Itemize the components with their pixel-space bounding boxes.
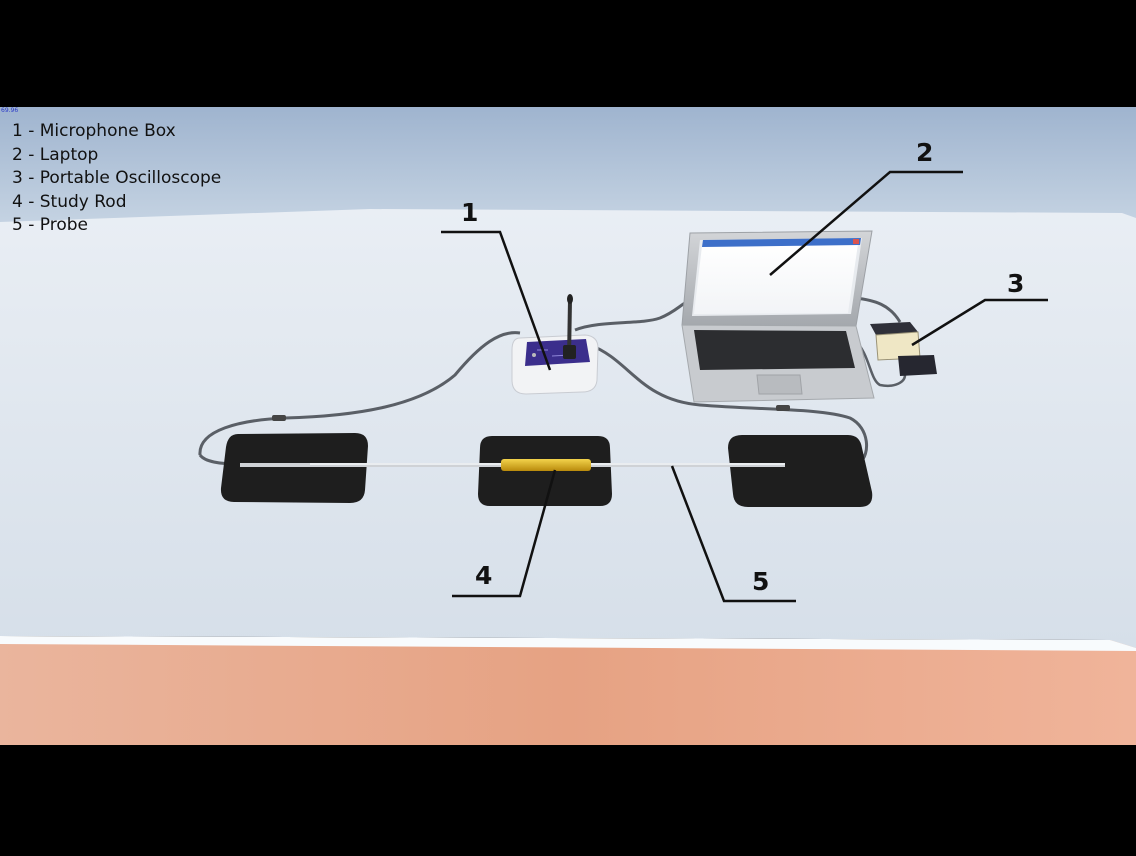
- cable-to-laptop: [574, 298, 691, 332]
- callout-lines: [441, 170, 1048, 603]
- legend-item-laptop: 2 - Laptop: [12, 144, 99, 165]
- panel-knob: [532, 353, 536, 357]
- callout-label-5: 5: [752, 567, 770, 596]
- laptop-keyboard: [694, 330, 855, 370]
- callout-label-3: 3: [1007, 269, 1025, 298]
- callout-line-1: [441, 230, 552, 371]
- legend: 1 - Microphone Box 2 - Laptop 3 - Portab…: [12, 120, 221, 238]
- oscilloscope-top: [870, 322, 918, 335]
- callout-line-2: [769, 170, 963, 276]
- pad-left: [220, 433, 368, 503]
- microphone-box-panel: [525, 339, 590, 366]
- top-letterbox: [0, 0, 1136, 107]
- pad-right: [728, 435, 873, 507]
- callout-label-4: 4: [475, 561, 493, 590]
- legend-item-microphone-box: 1 - Microphone Box: [12, 121, 176, 141]
- oscilloscope-body: [898, 355, 937, 376]
- callout-line-5: [670, 465, 796, 603]
- microphone-head: [567, 294, 573, 304]
- cable-connector-right: [776, 405, 790, 411]
- cable-oscilloscope: [854, 339, 907, 387]
- table-edge: [0, 636, 1136, 651]
- callout-label-1: 1: [461, 198, 479, 227]
- legend-item-portable-oscilloscope: 3 - Portable Oscilloscope: [12, 168, 222, 189]
- cable-left: [198, 331, 521, 456]
- laptop-touchpad: [756, 374, 803, 395]
- cable-connector-left: [272, 415, 286, 421]
- laptop-screen: [694, 244, 858, 314]
- background-wall: [0, 107, 1136, 227]
- floor: [0, 640, 1136, 745]
- legend-item-probe: 5 - Probe: [12, 215, 88, 236]
- laptop-window-titlebar: [702, 238, 861, 247]
- callout-label-2: 2: [916, 138, 934, 167]
- close-icon: [853, 239, 859, 244]
- bottom-letterbox: [0, 745, 1136, 852]
- microphone-mount: [563, 345, 576, 359]
- legend-item-study-rod: 4 - Study Rod: [12, 191, 127, 212]
- callout-line-4: [452, 469, 557, 598]
- table-top: [0, 209, 1136, 648]
- study-rod: [501, 459, 591, 471]
- fps-readout: 69.96: [1, 107, 19, 114]
- callout-line-3: [911, 298, 1048, 347]
